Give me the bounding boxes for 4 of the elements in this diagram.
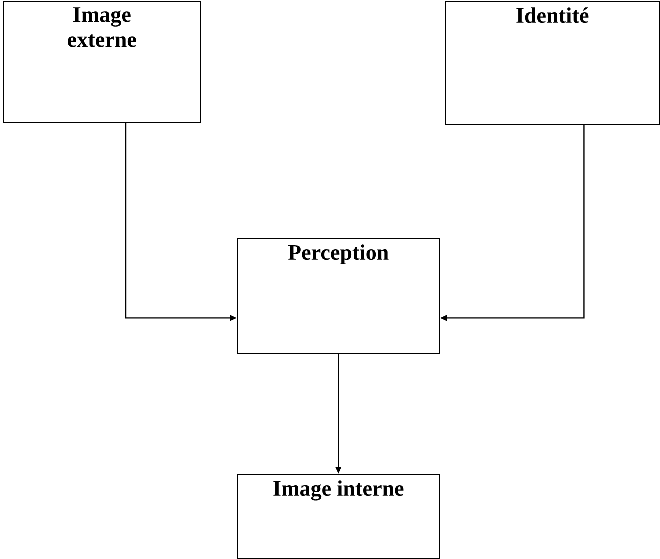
- process-box: Image externe: [3, 1, 202, 124]
- process-box: Image interne: [237, 474, 440, 559]
- process-box: Identité: [445, 1, 660, 126]
- process-box: Perception: [237, 238, 440, 354]
